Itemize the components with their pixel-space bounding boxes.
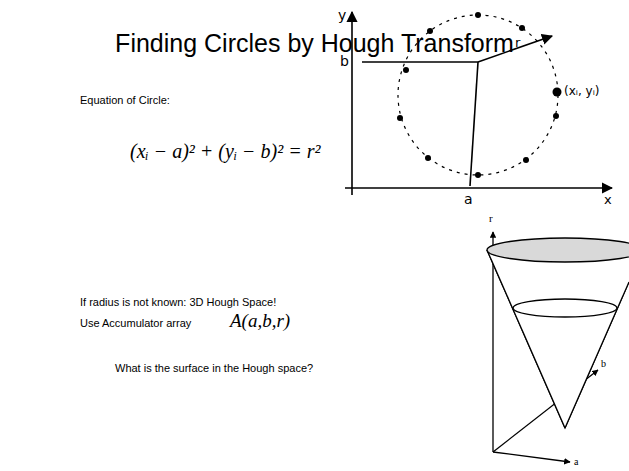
axis-label: a [464, 192, 473, 207]
cone-plot [487, 232, 629, 462]
point-label: (xᵢ, yᵢ) [564, 85, 599, 98]
a-line [470, 62, 478, 186]
note-text: If radius is not known: 3D Hough Space! [80, 296, 276, 308]
radius-label: r [515, 36, 520, 50]
b-line [362, 61, 478, 63]
axis-label: a [574, 456, 578, 467]
question-text: What is the surface in the Hough space? [115, 362, 313, 374]
axis-label: x [604, 193, 612, 207]
a-axis [493, 452, 570, 462]
caption-text: Equation of Circle: [80, 94, 170, 106]
cone-slice [513, 299, 617, 317]
axis-label: y [338, 8, 346, 23]
cone-side [487, 250, 629, 428]
equation: (xᵢ − a)² + (yᵢ − b)² = r² [130, 140, 320, 162]
cone-top [487, 238, 629, 262]
axis-label: b [340, 54, 349, 69]
note-text: Use Accumulator array [80, 317, 191, 329]
axis-label: r [489, 212, 493, 224]
x-axis [345, 187, 612, 189]
axis-label: b [601, 358, 606, 369]
slide-title: Finding Circles by Hough Transform [0, 30, 629, 58]
accumulator-formula: A(a,b,r) [230, 311, 290, 332]
